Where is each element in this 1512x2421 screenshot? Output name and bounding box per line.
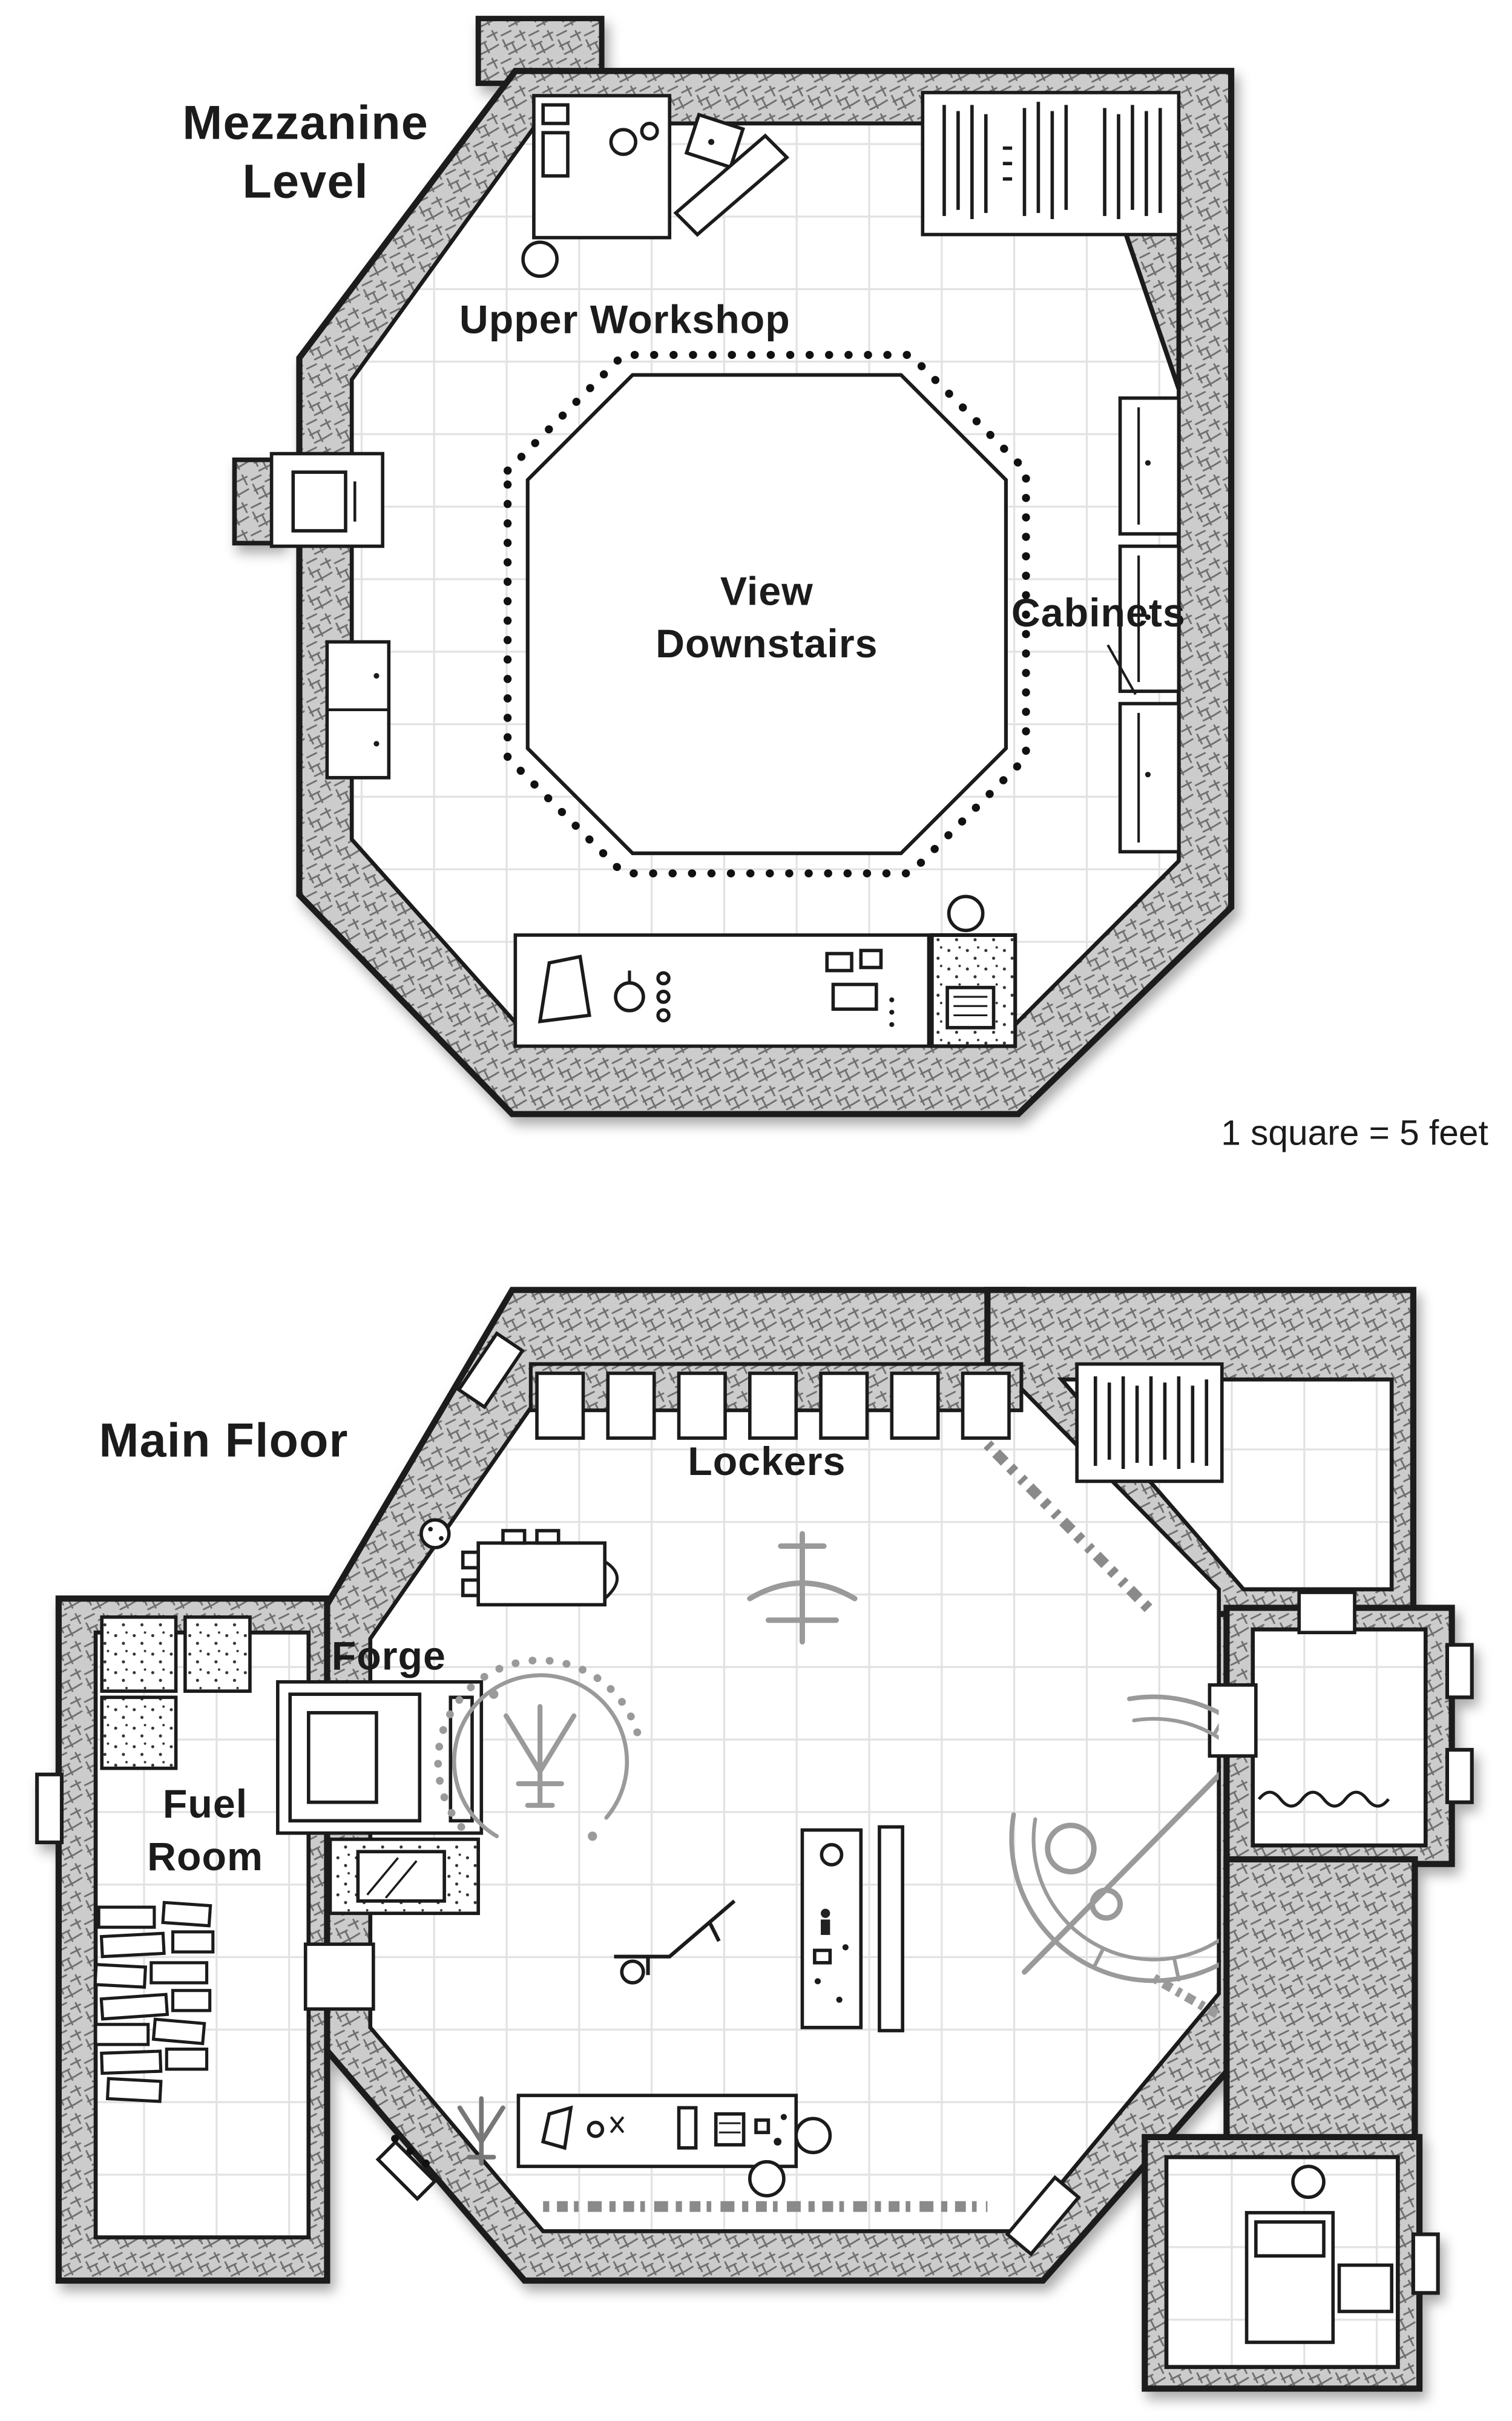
locker — [535, 1371, 585, 1440]
locker — [677, 1371, 727, 1440]
mezzanine-map: Mezzanine Level Upper Workshop View Down… — [182, 16, 1235, 1117]
view-downstairs-label: View — [720, 569, 814, 614]
fuel-room-label-line2: Room — [147, 1835, 263, 1879]
crate — [100, 1615, 178, 1693]
storeroom-shelf — [1075, 1362, 1224, 1483]
upper-workshop-desk — [521, 94, 790, 278]
tool-bench — [800, 1825, 904, 2032]
locker — [606, 1371, 656, 1440]
right-wall-mass — [1223, 1856, 1418, 2168]
book-table — [930, 895, 1017, 1048]
door-jamb — [35, 1772, 64, 1845]
lockers-label: Lockers — [688, 1439, 846, 1484]
bottom-bench — [516, 2094, 798, 2169]
rune-inscriptions — [543, 1440, 1221, 2212]
worktable — [461, 1529, 619, 1607]
corridor-floor — [1251, 1627, 1428, 1848]
door-jamb — [1445, 1643, 1474, 1700]
door-jamb — [1445, 1747, 1474, 1804]
runic-inscription-small — [1151, 1974, 1221, 2020]
lockers-row — [528, 1362, 1024, 1440]
pillow — [1254, 2220, 1326, 2258]
locker — [819, 1371, 869, 1440]
door-corridor — [1208, 1683, 1258, 1758]
summoning-circle-large — [1009, 1694, 1219, 1983]
cabinet — [1118, 701, 1181, 854]
doors — [303, 1331, 1356, 2257]
summoning-circle-small — [434, 1656, 645, 1841]
desk-plank — [673, 133, 790, 237]
anchor-sigil — [747, 1531, 858, 1645]
fuel-crates — [100, 1615, 252, 1770]
door-barracks — [1005, 2175, 1081, 2257]
mezzanine-title: Mezzanine — [182, 95, 429, 149]
cabinets-label: Cabinets — [1011, 591, 1186, 636]
cabinets — [1106, 396, 1181, 854]
crate — [100, 1695, 178, 1770]
view-downstairs-label-line2: Downstairs — [656, 622, 878, 666]
scale-note: 1 square = 5 feet — [1221, 1114, 1488, 1153]
locker — [748, 1371, 798, 1440]
door-side — [375, 2140, 438, 2201]
door-fuel-room — [303, 1942, 375, 2011]
door-entrance — [456, 1331, 525, 1410]
basin — [1291, 2164, 1326, 2199]
view-downstairs-opening — [503, 350, 1030, 878]
crucible — [947, 895, 985, 933]
stool — [521, 240, 559, 278]
crate — [183, 1615, 252, 1693]
upper-workshop-label: Upper Workshop — [459, 298, 791, 343]
forge-label: Forge — [332, 1634, 446, 1678]
shelf-contents — [942, 102, 1162, 220]
lounge-tool — [614, 1899, 736, 1985]
cabinet — [1118, 396, 1181, 536]
locker — [961, 1371, 1011, 1440]
side-cabinet — [325, 640, 391, 780]
brazier-stand-glyph — [503, 1704, 577, 1808]
tray — [537, 954, 591, 1023]
work-bench — [513, 933, 931, 1048]
door-jamb — [1411, 2232, 1440, 2295]
cabinets-pointer-line — [1106, 644, 1137, 695]
railing-dots — [503, 350, 1030, 878]
fuel-room-label: Fuel — [163, 1782, 248, 1827]
main-floor-map: Main Floor Lockers Forge Fuel Room — [35, 1287, 1474, 2392]
plank — [878, 1825, 904, 2032]
wall-shelf — [921, 91, 1181, 237]
locker — [890, 1371, 940, 1440]
barracks-furniture — [1244, 2164, 1393, 2344]
forge — [276, 1680, 484, 1916]
crucible — [794, 2117, 832, 2155]
opening-edge — [525, 373, 1008, 855]
night-table — [1337, 2263, 1393, 2313]
crucible — [748, 2160, 786, 2198]
wash-trough — [1257, 1790, 1390, 1808]
furnace — [269, 452, 384, 548]
mezzanine-title-line2: Level — [242, 154, 368, 208]
fuel-logs — [93, 1900, 215, 2103]
anvil-stand — [457, 2096, 505, 2166]
dotted-circle-marker — [419, 1518, 451, 1549]
main-floor-title: Main Floor — [99, 1413, 349, 1467]
staff-glyph — [1022, 1704, 1219, 1975]
door-storeroom — [1297, 1591, 1356, 1635]
runic-inscription-diagonal — [983, 1440, 1159, 1618]
